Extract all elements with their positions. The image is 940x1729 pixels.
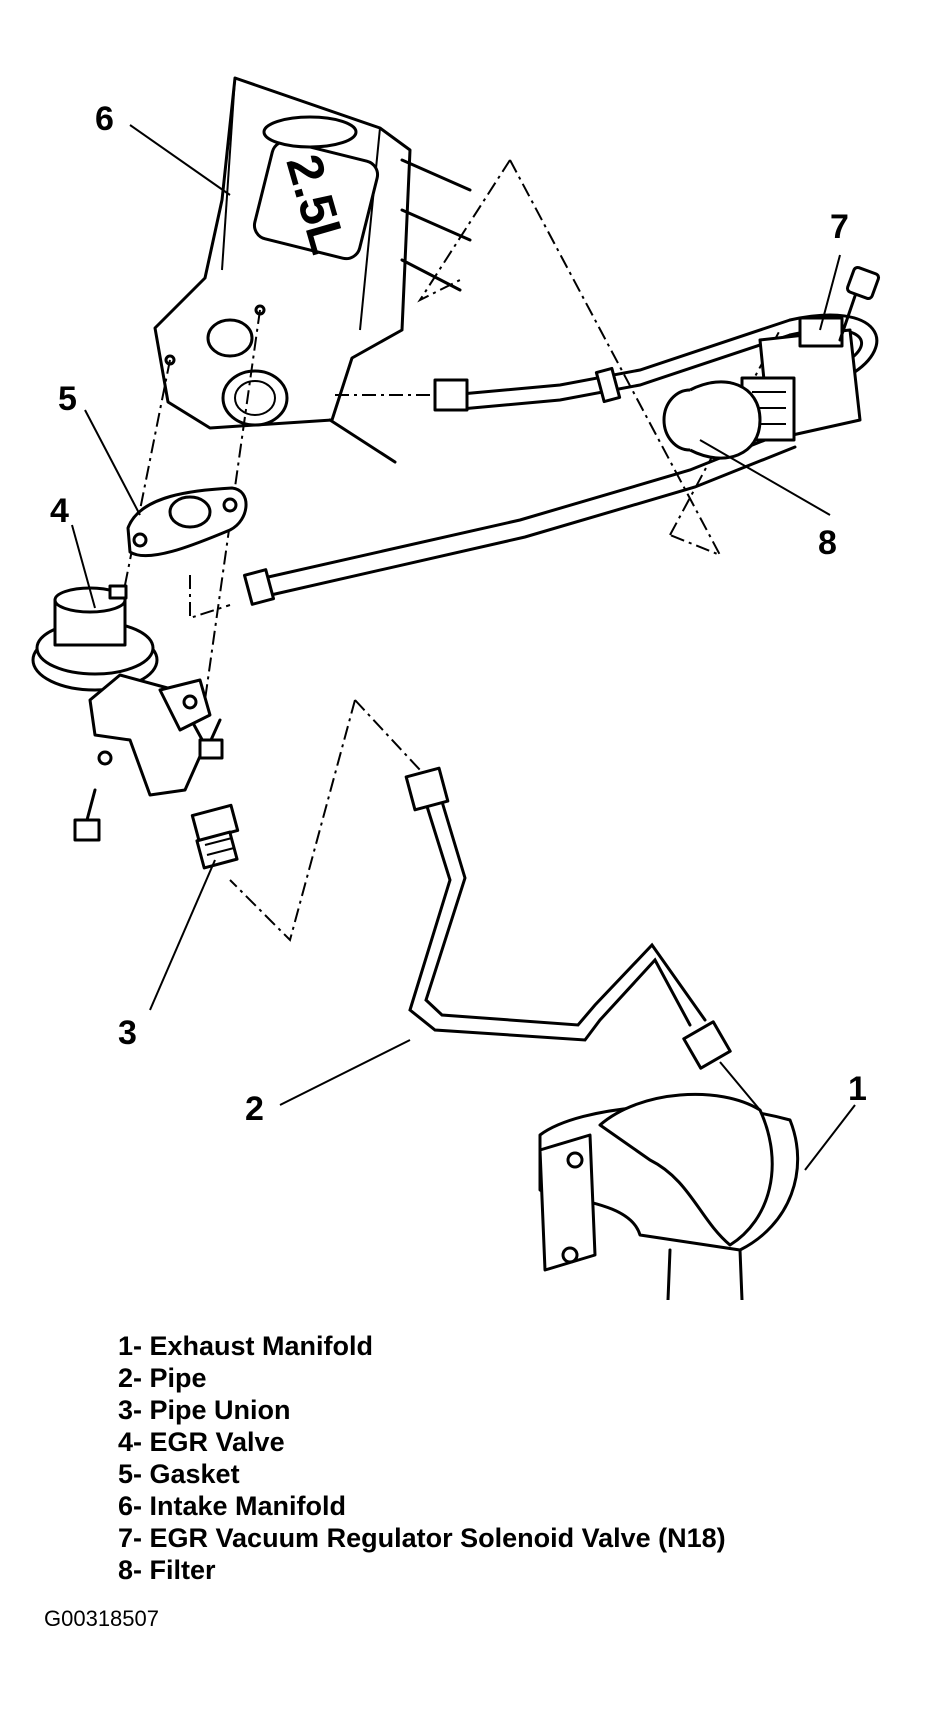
- callout-6: 6: [95, 100, 114, 138]
- pipe-union: [190, 803, 240, 870]
- intake-manifold: 2.5L: [153, 76, 472, 464]
- callout-4: 4: [50, 492, 69, 530]
- bolt-icon: [73, 788, 101, 842]
- legend-item: 8- Filter: [118, 1555, 216, 1585]
- solenoid-valve: [740, 265, 881, 442]
- callout-2: 2: [245, 1090, 264, 1128]
- egr-pipe: [404, 766, 761, 1111]
- bolt-icon: [198, 718, 224, 760]
- callout-5: 5: [58, 380, 77, 418]
- legend-item: 7- EGR Vacuum Regulator Solenoid Valve (…: [118, 1523, 726, 1553]
- legend-item: 4- EGR Valve: [118, 1427, 285, 1457]
- egr-valve: [31, 584, 224, 842]
- legend-item: 2- Pipe: [118, 1363, 207, 1393]
- legend-item: 6- Intake Manifold: [118, 1491, 347, 1521]
- callout-7: 7: [830, 208, 849, 246]
- screw-icon: [838, 265, 881, 342]
- legend-item: 1- Exhaust Manifold: [118, 1331, 374, 1361]
- legend-item: 3- Pipe Union: [118, 1395, 291, 1425]
- figure-id: G00318507: [44, 1606, 159, 1631]
- egr-system-diagram: 2.5L: [31, 76, 881, 1300]
- filter: [662, 380, 762, 460]
- legend-item: 5- Gasket: [118, 1459, 240, 1489]
- gasket: [126, 486, 248, 558]
- callout-8: 8: [818, 524, 837, 562]
- parts-legend: 1- Exhaust Manifold 2- Pipe 3- Pipe Unio…: [118, 1330, 726, 1586]
- exhaust-manifold: [538, 1092, 800, 1300]
- leader-lines: [71, 124, 856, 1171]
- callout-3: 3: [118, 1014, 137, 1052]
- callout-1: 1: [848, 1070, 867, 1108]
